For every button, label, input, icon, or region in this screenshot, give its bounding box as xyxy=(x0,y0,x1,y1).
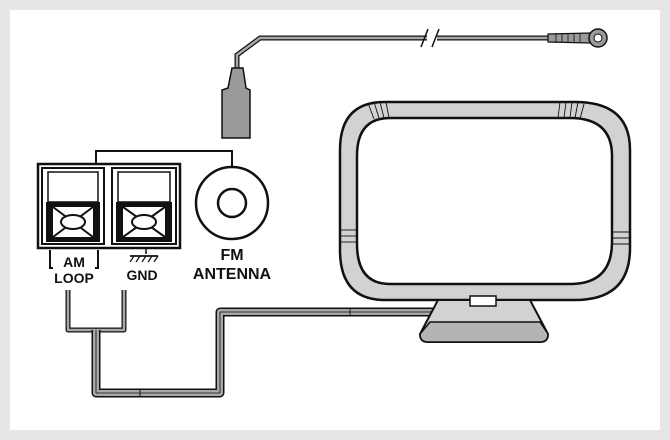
am-loop-antenna xyxy=(338,100,632,343)
gnd-terminal[interactable] xyxy=(111,167,177,245)
am-label: AM xyxy=(63,254,85,270)
fm-wire-antenna xyxy=(221,28,608,139)
antenna-terminal-block xyxy=(36,150,233,250)
fm-antenna-tip xyxy=(547,32,591,44)
am-loop-cable xyxy=(65,290,438,398)
ground-symbol-icon xyxy=(129,249,159,263)
loop-corner-ridges xyxy=(341,101,629,245)
gnd-screw-icon xyxy=(131,214,157,230)
gnd-label: GND xyxy=(126,267,157,283)
fm-antenna-plug xyxy=(221,67,251,139)
loop-label: LOOP xyxy=(54,270,94,286)
fm-label: FM xyxy=(220,247,243,264)
am-screw-icon xyxy=(60,214,86,230)
fm-antenna-label: ANTENNA xyxy=(193,266,272,283)
fm-antenna-jack[interactable] xyxy=(194,165,270,241)
terminal-labels: AM LOOP GND FM ANTENNA xyxy=(49,247,272,286)
loop-antenna-clip xyxy=(469,295,497,307)
wire-break-mark xyxy=(420,28,429,48)
am-label-bracket xyxy=(49,250,53,269)
am-terminal[interactable] xyxy=(41,167,105,245)
